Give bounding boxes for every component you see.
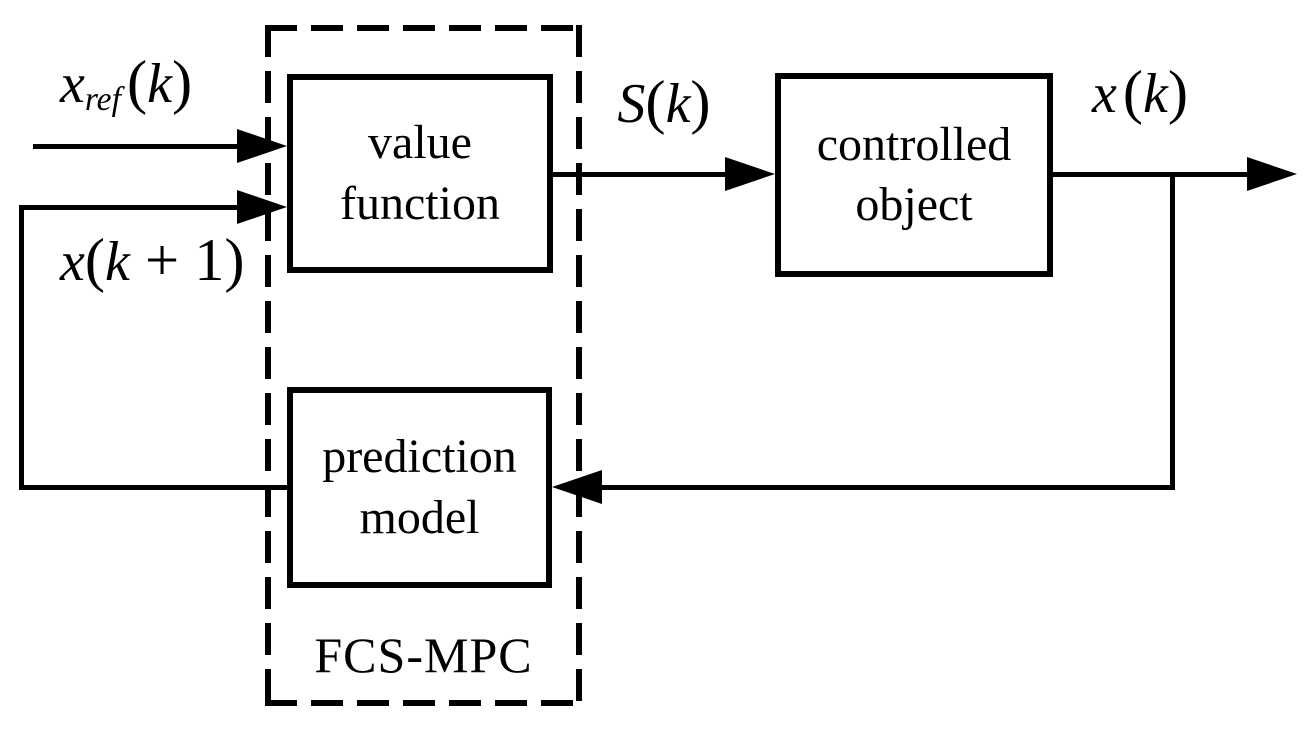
prediction-model-label-line1: prediction bbox=[322, 430, 517, 484]
feedback-arrowhead-icon bbox=[552, 470, 602, 504]
xk1-close: + 1) bbox=[129, 227, 245, 294]
sk-signal-line bbox=[553, 172, 729, 177]
xref-input-line bbox=[33, 144, 243, 149]
fcs-mpc-dashed-border-left bbox=[265, 25, 271, 706]
xk-arrowhead-icon bbox=[1247, 157, 1297, 191]
xk-open: ( bbox=[1122, 59, 1144, 126]
xk-signal-label: x(k) bbox=[1092, 58, 1188, 128]
controlled-object-label-line1: controlled bbox=[816, 117, 1012, 171]
sk-arg: k bbox=[665, 73, 691, 135]
xref-close: ) bbox=[171, 49, 193, 116]
sk-close: ) bbox=[690, 69, 711, 136]
xk1-arg: k bbox=[105, 231, 130, 293]
xk1-input-line bbox=[19, 205, 242, 210]
xref-arrowhead-icon bbox=[237, 129, 287, 163]
xref-sub: ref bbox=[84, 81, 121, 119]
xref-signal-label: xref(k) bbox=[60, 48, 192, 118]
xk1-arrowhead-icon bbox=[237, 190, 287, 224]
feedback-right-vertical-line bbox=[1170, 172, 1175, 490]
xref-var: x bbox=[60, 53, 85, 115]
fcs-mpc-dashed-border-top bbox=[265, 25, 582, 31]
xk1-open: ( bbox=[84, 227, 105, 294]
sk-signal-label: S(k) bbox=[553, 68, 775, 138]
xk-arg: k bbox=[1143, 63, 1168, 125]
controlled-object-label-line2: object bbox=[855, 178, 973, 231]
value-function-label-line2: function bbox=[340, 176, 500, 230]
prediction-model-label-line2: model bbox=[359, 490, 480, 544]
xref-open: ( bbox=[126, 49, 148, 116]
feedback-left-vertical-line bbox=[19, 205, 24, 490]
sk-open: ( bbox=[645, 69, 666, 136]
prediction-model-block: prediction model bbox=[287, 387, 552, 588]
feedback-horizontal-line bbox=[598, 485, 1175, 490]
value-function-block: value function bbox=[287, 74, 553, 273]
xk-output-line bbox=[1053, 172, 1247, 177]
xk1-signal-label: x(k + 1) bbox=[60, 226, 245, 296]
xref-arg: k bbox=[147, 53, 172, 115]
xk-close: ) bbox=[1167, 59, 1189, 126]
fcs-mpc-dashed-border-bottom bbox=[265, 700, 582, 706]
controlled-object-block: controlled object bbox=[775, 73, 1053, 277]
xk1-var: x bbox=[60, 231, 85, 293]
value-function-label-line1: value bbox=[368, 116, 472, 170]
prediction-output-line bbox=[19, 485, 287, 490]
fcs-mpc-group-label: FCS-MPC bbox=[314, 627, 533, 683]
fcs-mpc-dashed-border-right bbox=[576, 25, 582, 706]
sk-var: S bbox=[617, 73, 646, 135]
sk-arrowhead-icon bbox=[725, 157, 775, 191]
xk-var: x bbox=[1092, 63, 1117, 125]
